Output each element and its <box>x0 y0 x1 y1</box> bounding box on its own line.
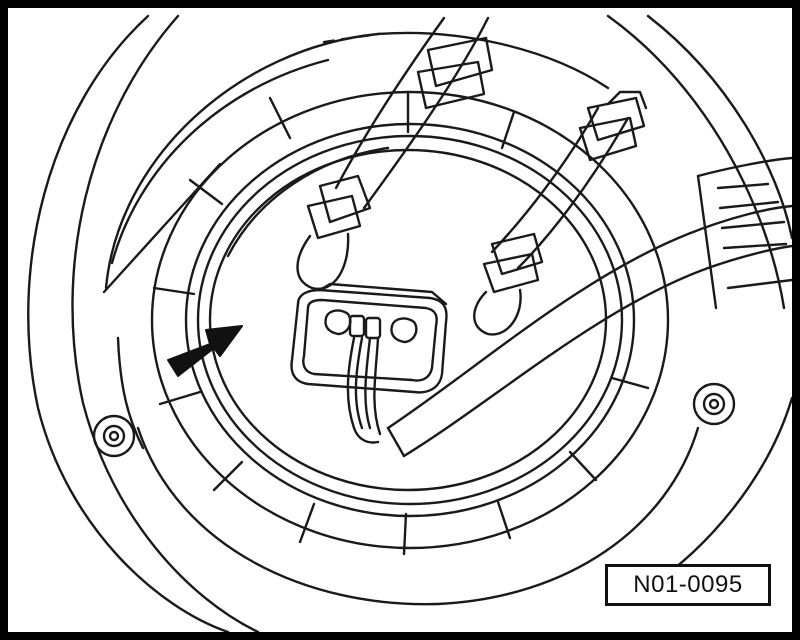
diagram-frame: N01-0095 <box>8 8 792 632</box>
figure-reference-label: N01-0095 <box>605 564 771 606</box>
return-hose-right <box>473 90 648 336</box>
electrical-connector <box>290 282 448 394</box>
fuel-pump-flange-drawing <box>27 14 792 632</box>
mounting-bolt-left <box>92 414 136 458</box>
pointer-arrow <box>167 325 243 377</box>
flange-outer-ring <box>104 31 700 606</box>
feed-hose-left <box>296 16 494 291</box>
edge-line-left <box>102 162 222 294</box>
flange-segmented-rim <box>150 90 670 556</box>
figure-reference-text: N01-0095 <box>633 571 743 598</box>
mounting-bolt-right <box>692 382 736 426</box>
wire-bundle <box>346 336 382 444</box>
tank-opening-outer-arcs <box>27 14 260 632</box>
vent-tube <box>386 156 792 458</box>
